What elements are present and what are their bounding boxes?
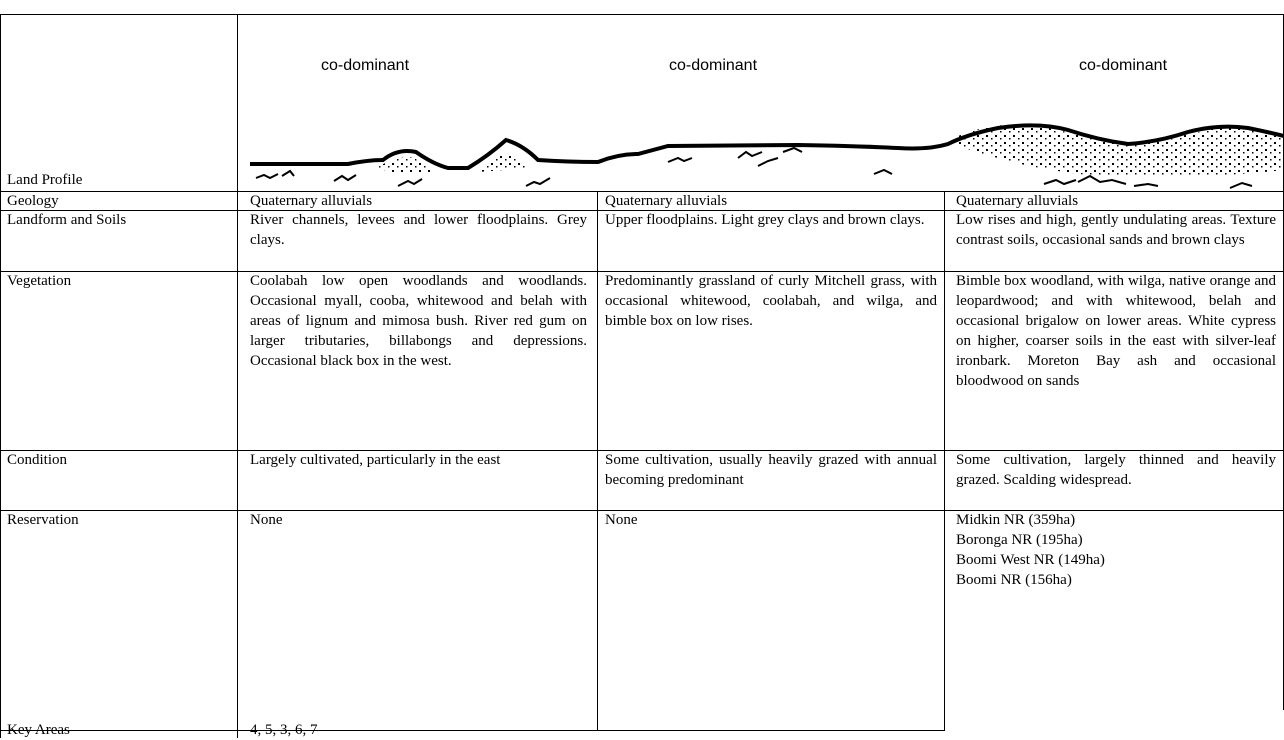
landform-cell-2: Upper floodplains. Light grey clays and … [605, 212, 925, 228]
reserve-item: Boronga NR (195ha) [956, 532, 1083, 548]
codominant-label-3: co-dominant [1078, 57, 1168, 74]
shrub-mark-4 [397, 178, 423, 187]
border-label-column [237, 14, 238, 738]
row-label-landform-soils: Landform and Soils [7, 212, 127, 228]
row-label-condition: Condition [7, 452, 68, 468]
row-label-geology: Geology [7, 193, 59, 209]
landform-cell-1: River channels, levees and lower floodpl… [250, 212, 587, 248]
border-left [0, 14, 1, 738]
geology-cell-2: Quaternary alluvials [605, 193, 728, 209]
geology-cell-3: Quaternary alluvials [956, 193, 1079, 209]
border-condition-bottom [0, 510, 1284, 511]
sand-rises [958, 124, 1284, 177]
reservation-cell-2: None [605, 512, 638, 528]
border-vegetation-bottom [0, 450, 1284, 451]
border-geology-bottom [0, 210, 1284, 211]
reservation-list: Midkin NR (359ha) Boronga NR (195ha) Boo… [956, 510, 1276, 590]
row-label-vegetation: Vegetation [7, 273, 72, 289]
border-landform-bottom [0, 271, 1284, 272]
sand-mound-small [378, 157, 436, 172]
vegetation-cell-3: Bimble box woodland, with wilga, native … [956, 273, 1276, 389]
border-column-2 [597, 191, 598, 731]
ground-line [250, 123, 1284, 170]
shrub-mark-2 [281, 169, 295, 177]
land-profile-diagram [250, 123, 1284, 189]
key-areas-value: 4, 5, 3, 6, 7 [250, 722, 318, 738]
sand-mound-peak [478, 153, 530, 172]
border-reservation-bottom [0, 730, 945, 731]
landform-cell-3: Low rises and high, gently undulating ar… [956, 212, 1276, 248]
shrub-mark-10 [873, 168, 893, 175]
shrub-mark-5 [525, 177, 551, 187]
shrub-mark-8 [757, 157, 779, 167]
vegetation-cell-2: Predominantly grassland of curly Mitchel… [605, 273, 937, 329]
reserve-item: Boomi NR (156ha) [956, 572, 1072, 588]
shrub-mark-12 [1077, 174, 1127, 185]
geology-cell-1: Quaternary alluvials [250, 193, 373, 209]
row-label-reservation: Reservation [7, 512, 79, 528]
border-top [0, 14, 1284, 15]
codominant-label-2: co-dominant [668, 57, 758, 74]
row-label-land-profile: Land Profile [7, 172, 83, 188]
shrub-mark-11 [1043, 178, 1077, 186]
border-column-3 [944, 191, 945, 731]
shrub-mark-13 [1133, 182, 1159, 187]
shrub-mark-7 [737, 150, 763, 159]
shrub-mark-3 [333, 174, 357, 182]
shrub-mark-1 [255, 173, 279, 180]
border-profile-bottom [0, 191, 1284, 192]
row-label-key-areas: Key Areas [7, 722, 70, 738]
reservation-cell-1: None [250, 512, 283, 528]
condition-cell-1: Largely cultivated, particularly in the … [250, 452, 501, 468]
condition-cell-2: Some cultivation, usually heavily grazed… [605, 452, 937, 488]
condition-cell-3: Some cultivation, largely thinned and he… [956, 452, 1276, 488]
shrub-mark-9 [782, 146, 803, 153]
shrub-mark-14 [1229, 181, 1253, 189]
shrub-mark-6 [667, 156, 693, 163]
reserve-item: Boomi West NR (149ha) [956, 552, 1105, 568]
reserve-item: Midkin NR (359ha) [956, 512, 1076, 528]
codominant-label-1: co-dominant [320, 57, 410, 74]
vegetation-cell-1: Coolabah low open woodlands and woodland… [250, 273, 587, 369]
